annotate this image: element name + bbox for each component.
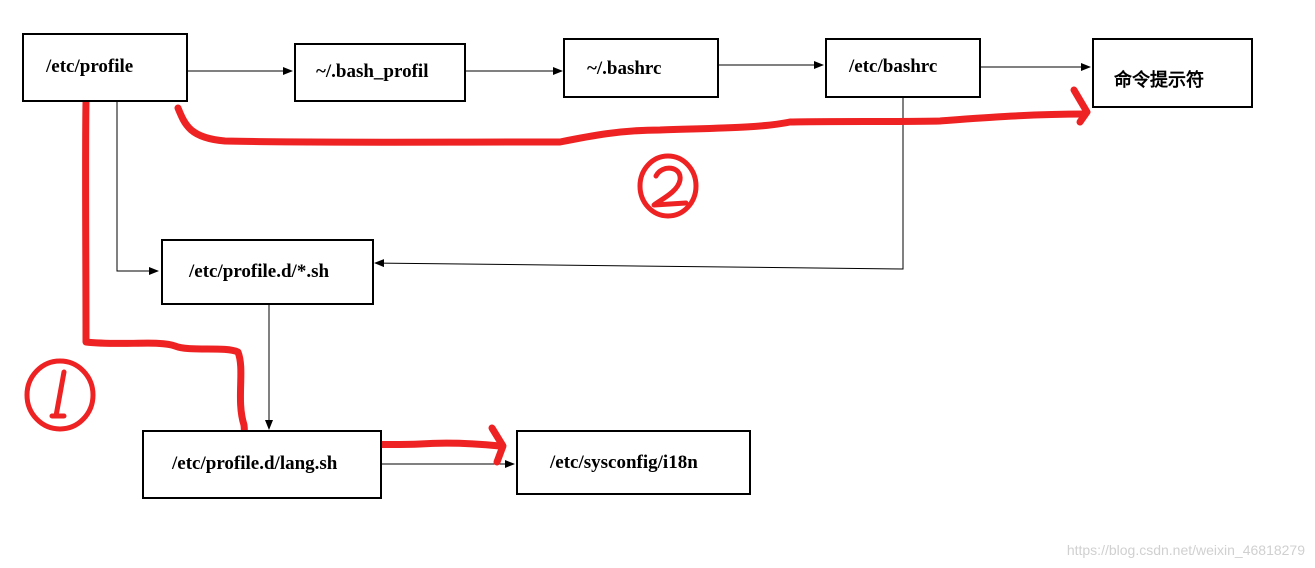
arrow-etc-bashrc-to-profile-d <box>374 97 904 270</box>
red-path-2-arrowhead <box>1070 86 1091 126</box>
node-etc-bashrc: /etc/bashrc <box>825 38 981 98</box>
watermark: https://blog.csdn.net/weixin_46818279 <box>1066 542 1305 558</box>
node-bash-profile: ~/.bash_profil <box>294 43 466 102</box>
node-lang-sh-label: /etc/profile.d/lang.sh <box>172 453 338 474</box>
red-path-2 <box>174 104 1089 146</box>
node-bashrc-home-label: ~/.bashrc <box>587 58 662 79</box>
node-i18n-label: /etc/sysconfig/i18n <box>550 452 698 473</box>
red-path-1 <box>82 98 504 450</box>
red-path-1-arrowhead <box>488 424 507 466</box>
node-profile-d-label: /etc/profile.d/*.sh <box>189 261 330 282</box>
node-command-prompt-label: 命令提示符 <box>1114 70 1204 91</box>
node-etc-bashrc-label: /etc/bashrc <box>849 56 938 77</box>
node-bashrc-home: ~/.bashrc <box>563 38 719 98</box>
node-lang-sh: /etc/profile.d/lang.sh <box>142 430 382 499</box>
marker-2-stroke <box>651 165 689 208</box>
node-command-prompt: 命令提示符 <box>1092 38 1253 108</box>
marker-1-circle <box>24 358 96 432</box>
marker-1-stroke <box>49 369 67 419</box>
node-etc-profile: /etc/profile <box>22 33 188 102</box>
node-bash-profile-label: ~/.bash_profil <box>316 61 429 82</box>
arrow-profile-to-profile-d <box>116 102 159 275</box>
node-profile-d: /etc/profile.d/*.sh <box>161 239 374 305</box>
node-etc-profile-label: /etc/profile <box>46 56 134 77</box>
marker-2-circle <box>637 153 699 219</box>
node-i18n: /etc/sysconfig/i18n <box>516 430 751 495</box>
